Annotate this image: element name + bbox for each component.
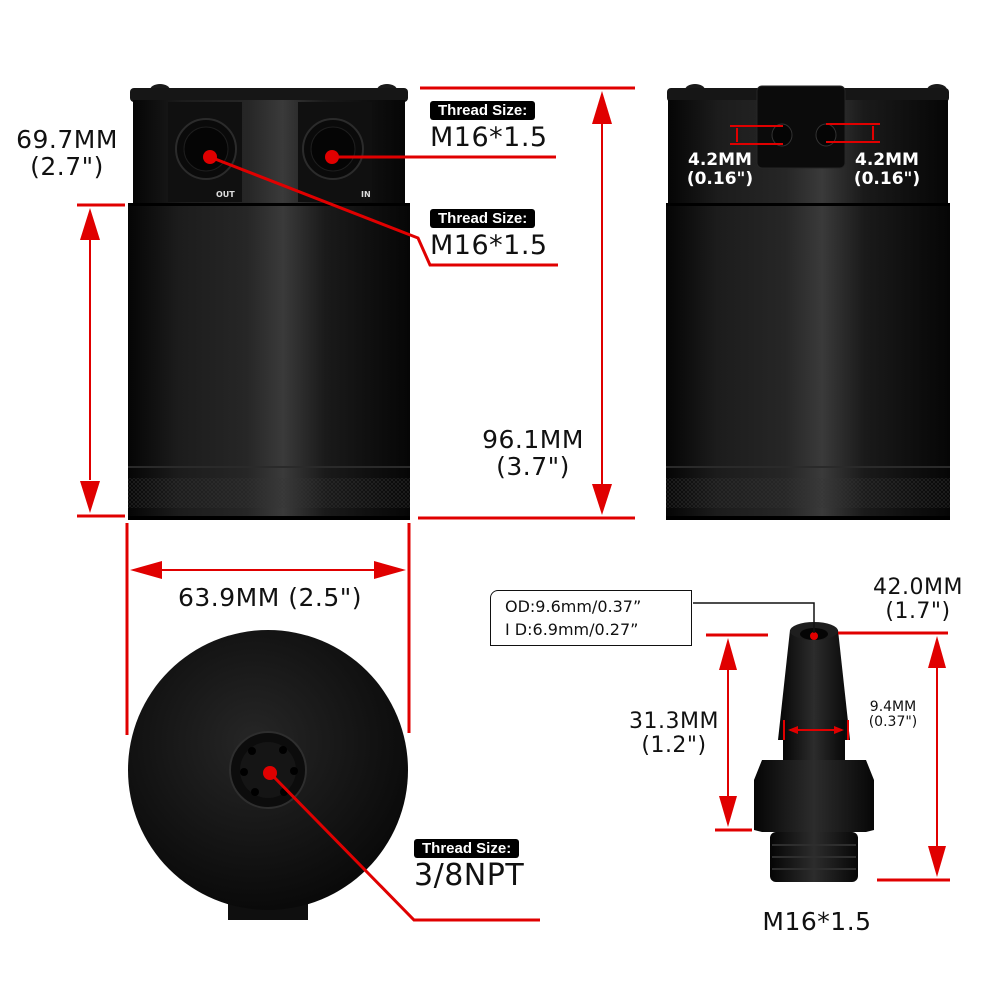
bottom-disc [128, 630, 408, 920]
port-label-out: OUT [216, 190, 235, 199]
total-height-label: 96.1MM (3.7") [478, 426, 588, 480]
back-can [666, 84, 950, 520]
fitting-barb-length-label: 31.3MM (1.2") [624, 710, 724, 758]
dim-mm: 31.3MM [629, 709, 719, 734]
fitting-thread-label: M16*1.5 [762, 907, 872, 936]
fitting-barb-diameter-label: 9.4MM (0.37") [858, 700, 928, 730]
dim-in: (1.2") [641, 733, 707, 758]
dimension-lines [77, 86, 950, 882]
dim-mm: 4.2MM [688, 150, 752, 170]
thread-callout-bottom: Thread Size: 3/8NPT [414, 838, 524, 891]
callout-leaders [209, 155, 558, 922]
fitting-callout-leader [693, 602, 815, 633]
dim-in: (0.16") [853, 169, 921, 189]
thread-callout-out: Thread Size: M16*1.5 [430, 208, 548, 261]
fitting-total-length-label: 42.0MM (1.7") [858, 576, 978, 624]
thread-size-value: 3/8NPT [414, 858, 525, 893]
width-label: 63.9MM (2.5") [177, 583, 362, 612]
thread-size-tag: Thread Size: [430, 209, 536, 228]
dim-mm: 42.0MM [873, 575, 963, 600]
dim-in: (2.7") [30, 152, 104, 181]
thread-size-tag: Thread Size: [414, 839, 520, 858]
fitting [754, 622, 874, 882]
thread-size-tag: Thread Size: [430, 101, 536, 120]
dim-in: (0.16") [686, 169, 754, 189]
thread-size-value: M16*1.5 [430, 122, 548, 153]
bracket-hole-left-label: 4.2MM (0.16") [680, 151, 760, 189]
dim-mm: 69.7MM [16, 125, 118, 154]
dim-mm: 96.1MM [482, 425, 584, 454]
inner-diameter: I D:6.9mm/0.27” [505, 620, 639, 639]
fitting-diameter-callout: OD:9.6mm/0.37” I D:6.9mm/0.27” [490, 590, 692, 646]
outer-diameter: OD:9.6mm/0.37” [505, 597, 642, 616]
dim-mm: 4.2MM [855, 150, 919, 170]
dim-in: (3.7") [496, 452, 570, 481]
thread-size-value: M16*1.5 [430, 230, 548, 261]
port-label-in: IN [361, 190, 371, 199]
dim-mm: 9.4MM [869, 699, 917, 715]
thread-callout-in: Thread Size: M16*1.5 [430, 100, 548, 153]
front-can [128, 84, 410, 520]
bracket-hole-right-label: 4.2MM (0.16") [847, 151, 927, 189]
dim-in: (0.37") [868, 714, 918, 730]
dim-in: (1.7") [885, 599, 951, 624]
front-height-upper-label: 69.7MM (2.7") [8, 126, 126, 180]
